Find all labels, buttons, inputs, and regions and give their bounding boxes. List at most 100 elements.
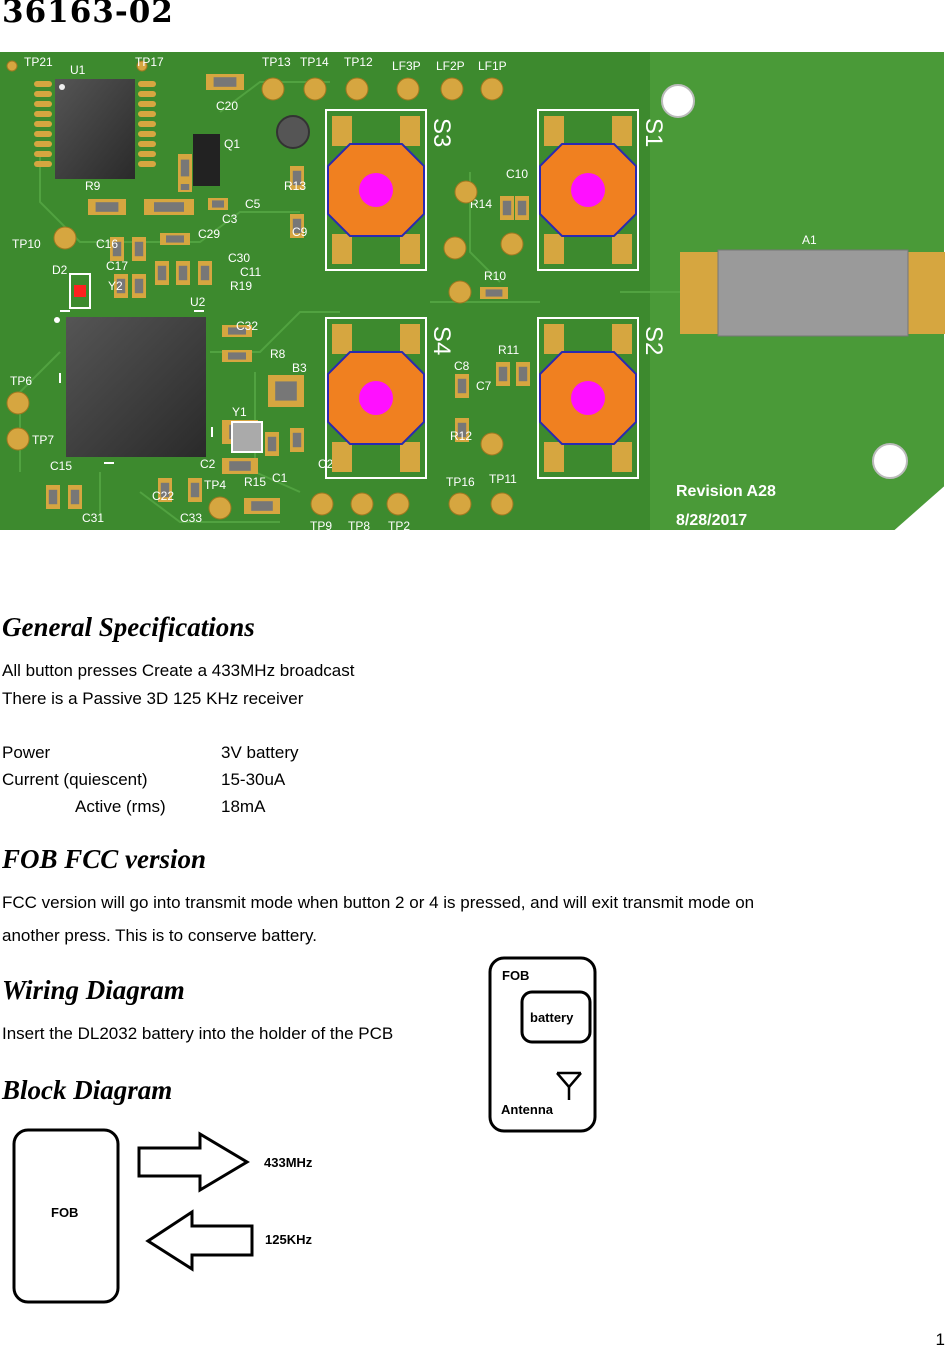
component-label: R11 [498, 343, 519, 357]
spec-label: Active (rms) [75, 797, 166, 816]
test-point-tp13 [261, 77, 285, 101]
general-spec-line: All button presses Create a 433MHz broad… [2, 661, 355, 680]
mounting-hole-top [661, 84, 695, 118]
test-point-lf2p [440, 77, 464, 101]
test-point-label: TP2 [388, 519, 410, 533]
component-label: C8 [454, 359, 470, 373]
spec-label: Current (quiescent) [2, 770, 148, 789]
component-label: C33 [180, 511, 202, 525]
chip-u1 [55, 79, 135, 179]
component-label: R15 [244, 475, 266, 489]
wiring-battery-label: battery [530, 1010, 574, 1025]
spec-row-power: Power 3V battery [2, 739, 299, 766]
general-spec-heading: General Specifications [2, 612, 255, 642]
spec-value: 15-30uA [221, 770, 286, 789]
antenna-a1 [717, 249, 909, 337]
test-point-label: TP4 [204, 478, 226, 492]
antenna-pad-left [680, 252, 720, 334]
test-point-label: LF1P [478, 59, 507, 73]
transistor-q1 [193, 134, 220, 186]
component-label: C32 [236, 319, 258, 333]
test-point-tp9 [310, 492, 334, 516]
test-point-label: LF3P [392, 59, 421, 73]
component-label: C7 [476, 379, 492, 393]
general-spec-line: There is a Passive 3D 125 KHz receiver [2, 689, 304, 708]
test-point-tp8 [350, 492, 374, 516]
button-label: S4 [428, 326, 455, 355]
test-point-label: TP11 [489, 472, 517, 486]
button-s3: S3 [325, 109, 455, 271]
component-label: R19 [230, 279, 252, 293]
test-point-tp16 [448, 492, 472, 516]
antenna-icon [556, 1071, 582, 1100]
block-heading: Block Diagram [2, 1075, 173, 1105]
block-out-freq: 433MHz [264, 1155, 313, 1170]
test-point-label: TP10 [12, 237, 41, 251]
component-label: U2 [190, 295, 206, 309]
spec-row-active: Active (rms) 18mA [2, 793, 299, 820]
block-diagram: FOB 433MHz 125KHz [12, 1128, 313, 1304]
spec-value: 18mA [221, 797, 266, 816]
test-point-tp21 [6, 60, 18, 72]
test-point-label: TP9 [310, 519, 332, 533]
test-point-tp10 [53, 226, 77, 250]
arrow-left-icon [145, 1209, 254, 1272]
button-s1: S1 [537, 109, 667, 271]
document-title: 36163-02 [2, 0, 174, 30]
component-label: R9 [85, 179, 101, 193]
test-point-tp4 [208, 496, 232, 520]
fcc-heading: FOB FCC version [2, 844, 207, 874]
fcc-text-line: another press. This is to conserve batte… [2, 926, 317, 945]
component-label: C22 [152, 489, 174, 503]
component-label: Y2 [108, 279, 123, 293]
spec-label: Power [2, 743, 51, 762]
component-label: C10 [506, 167, 528, 181]
button-label: S3 [428, 118, 455, 147]
button-s2: S2 [537, 317, 667, 479]
button-label: S1 [640, 118, 667, 147]
test-point-label: TP7 [32, 433, 54, 447]
test-point-tp2 [386, 492, 410, 516]
wiring-diagram: FOB battery Antenna [488, 956, 597, 1133]
test-point-tp6 [6, 391, 30, 415]
component-label: R10 [484, 269, 506, 283]
test-point-tp12 [345, 77, 369, 101]
component-label: Q1 [224, 137, 240, 151]
component-label: C11 [240, 265, 261, 279]
chip-u2 [66, 317, 206, 457]
component-label: U1 [70, 63, 86, 77]
component-label: C15 [50, 459, 72, 473]
block-in-freq: 125KHz [265, 1232, 312, 1247]
button-s4: S4 [325, 317, 455, 479]
component-label: R8 [270, 347, 286, 361]
battery-contact [276, 115, 310, 149]
component-label: C17 [106, 259, 128, 273]
test-point-label: TP14 [300, 55, 329, 69]
component-label: A1 [802, 233, 817, 247]
antenna-pad-right [905, 252, 945, 334]
component-label: B3 [292, 361, 307, 375]
test-point-tp14 [303, 77, 327, 101]
component-label: C2 [200, 457, 216, 471]
test-point-tp11 [490, 492, 514, 516]
spec-value: 3V battery [221, 743, 299, 762]
test-point-label: TP16 [446, 475, 475, 489]
component-label: R12 [450, 429, 472, 443]
test-point-label: TP12 [344, 55, 373, 69]
test-point-label: TP13 [262, 55, 291, 69]
test-point-lf1p [480, 77, 504, 101]
pcb-date: 8/28/2017 [676, 512, 747, 529]
test-point-tp7 [6, 427, 30, 451]
wiring-battery-box [520, 990, 592, 1044]
component-label: C20 [216, 99, 238, 113]
wiring-antenna-label: Antenna [501, 1102, 554, 1117]
block-fob-box [12, 1128, 120, 1304]
block-fob-label: FOB [51, 1205, 78, 1220]
component-label: C30 [228, 251, 250, 265]
test-point-label: LF2P [436, 59, 465, 73]
component-label: Y1 [232, 405, 247, 419]
component-label: C3 [222, 212, 238, 226]
component-label: C9 [292, 225, 308, 239]
